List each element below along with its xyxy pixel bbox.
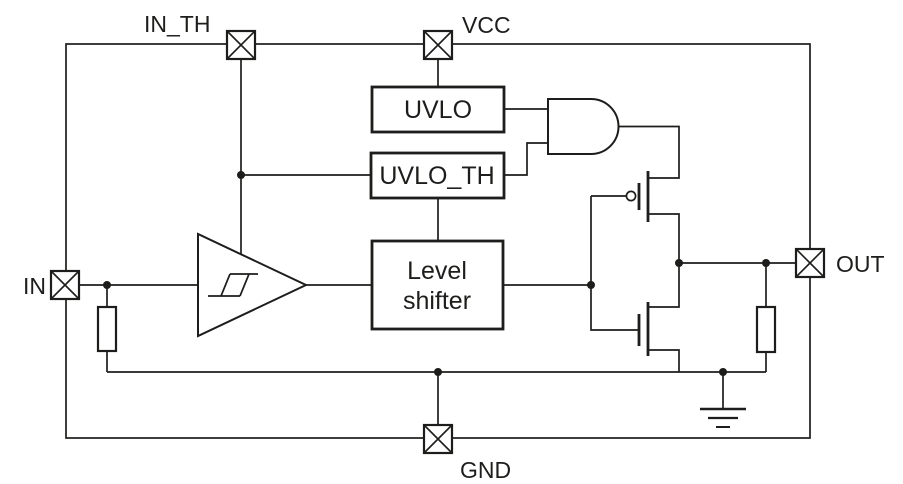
pin-in-th: IN_TH <box>144 11 257 61</box>
wire-gate-bus <box>590 196 639 331</box>
schmitt-trigger-comparator <box>197 232 309 338</box>
uvlo-label: UVLO <box>404 96 472 124</box>
junction-dot <box>719 368 727 376</box>
block-uvlo: UVLO <box>370 85 506 134</box>
pin-out-label: OUT <box>836 251 885 277</box>
hysteresis-icon <box>208 273 258 297</box>
pmos-transistor-icon <box>625 171 650 222</box>
wire-uvlo-th-to-and <box>504 142 548 176</box>
junction-dot <box>237 171 245 179</box>
pin-out: OUT <box>794 247 885 279</box>
level-shifter-label-line2: shifter <box>403 287 471 315</box>
uvlo-th-box <box>369 151 506 200</box>
pin-cross-icon <box>423 424 453 454</box>
pin-cross-icon <box>795 248 825 278</box>
junction-dot <box>587 281 595 289</box>
block-uvlo-th: UVLO_TH <box>369 151 506 200</box>
ground-icon <box>700 407 746 428</box>
nmos-transistor-icon <box>637 302 650 356</box>
junction-dot <box>675 259 683 267</box>
pin-cross-icon <box>423 30 453 60</box>
junction-dot <box>434 368 442 376</box>
wires <box>79 58 796 425</box>
pin-in: IN <box>23 269 81 301</box>
pin-cross-icon <box>226 30 256 60</box>
uvlo-box <box>370 85 506 134</box>
level-shifter-label-line1: Level <box>407 257 467 285</box>
pin-vcc-label: VCC <box>462 12 511 38</box>
junction-dot <box>103 281 111 289</box>
pin-in-th-label: IN_TH <box>144 11 210 37</box>
wire-and-to-pmos <box>618 125 680 179</box>
pin-in-label: IN <box>23 273 46 299</box>
input-pulldown-resistor <box>96 305 118 353</box>
level-shifter-box <box>370 239 505 331</box>
pin-cross-icon <box>50 270 80 300</box>
and-gate-icon <box>547 98 620 155</box>
pin-gnd-label: GND <box>460 457 511 483</box>
wire-pmos-to-nmos <box>648 213 680 308</box>
uvlo-th-label: UVLO_TH <box>379 162 494 190</box>
pin-vcc: VCC <box>422 12 511 61</box>
junction-dots <box>103 171 770 376</box>
junction-dot <box>762 259 770 267</box>
pin-gnd: GND <box>422 423 511 483</box>
pmos-gate-bubble <box>625 190 637 202</box>
block-level-shifter: Level shifter <box>370 239 505 331</box>
output-pulldown-resistor <box>755 305 777 354</box>
comparator-triangle <box>197 232 309 338</box>
wire-nmos-source <box>648 349 680 372</box>
